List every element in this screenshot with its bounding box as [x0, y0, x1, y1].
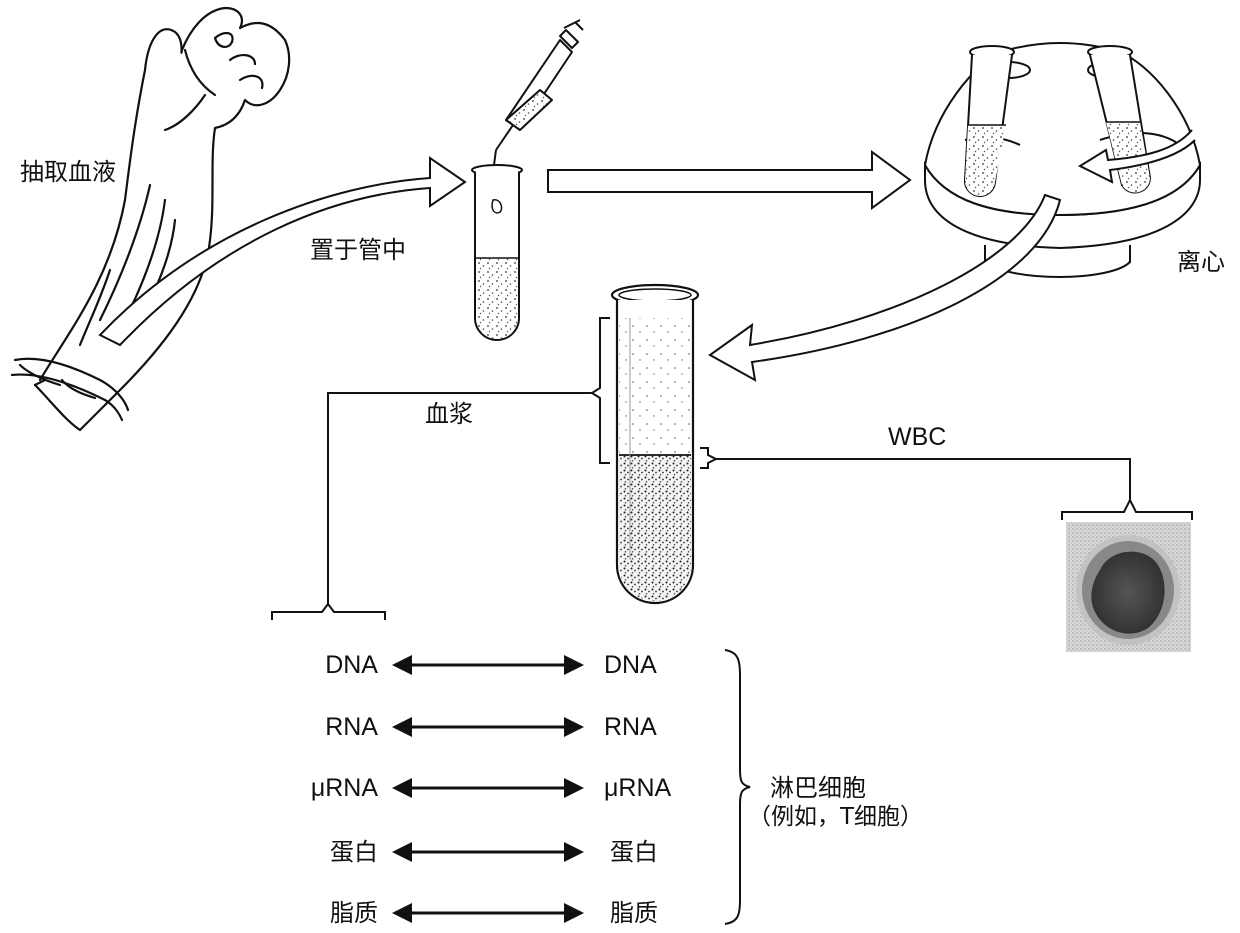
arm-illustration [12, 8, 289, 430]
double-arrow-dna [392, 655, 584, 675]
double-arrow-protein [392, 842, 584, 862]
left-rna-label: RNA [325, 715, 378, 740]
double-arrow-rna [392, 717, 584, 737]
curved-arrow-to-tube [100, 158, 465, 345]
straight-arrow-to-centrifuge [548, 152, 910, 208]
wbc-connector-line [716, 459, 1130, 500]
cell-image-bracket [1062, 500, 1192, 520]
plasma-label: 血浆 [425, 402, 473, 426]
left-protein-label: 蛋白 [330, 840, 378, 864]
right-rna-label: RNA [604, 715, 657, 740]
right-microrna-label: μRNA [604, 776, 671, 801]
right-lipid-label: 脂质 [610, 901, 658, 925]
wbc-bracket [700, 448, 716, 468]
left-lipid-label: 脂质 [330, 901, 378, 925]
lymphocyte-label: 淋巴细胞 [770, 776, 866, 800]
large-test-tube [612, 285, 698, 603]
place-in-tube-label: 置于管中 [310, 238, 406, 262]
left-microrna-label: μRNA [311, 776, 378, 801]
small-test-tube [472, 165, 522, 340]
wbc-cell-image [1066, 522, 1191, 652]
left-dna-label: DNA [325, 653, 378, 678]
lymphocyte-brace [725, 650, 750, 924]
comparison-arrows [392, 655, 584, 923]
lymphocyte-example-label: （例如，T细胞） [748, 806, 923, 829]
right-protein-label: 蛋白 [610, 840, 658, 864]
wbc-label: WBC [888, 425, 946, 450]
double-arrow-lipid [392, 903, 584, 923]
right-dna-label: DNA [604, 653, 657, 678]
double-arrow-microrna [392, 778, 584, 798]
centrifuge [925, 43, 1200, 277]
plasma-bracket [592, 318, 610, 463]
analytes-bracket [272, 604, 385, 620]
syringe [494, 20, 583, 165]
centrifuge-label: 离心 [1177, 250, 1225, 274]
draw-blood-label: 抽取血液 [20, 160, 116, 184]
